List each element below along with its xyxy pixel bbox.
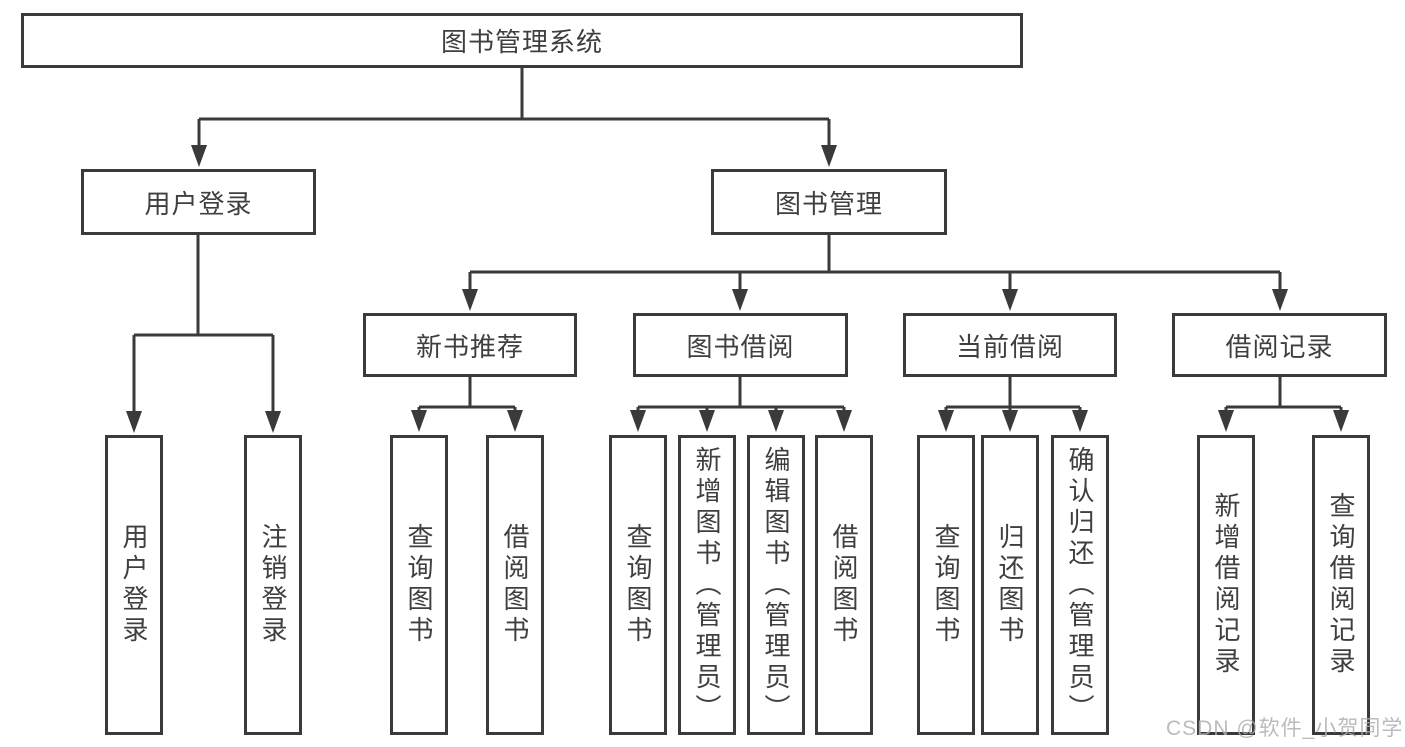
- leaf-query-borrow-record: 查询借阅记录: [1312, 435, 1370, 735]
- leaf-label: 用户登录: [119, 523, 149, 647]
- leaf-confirm-return-admin: 确认归还（管理员）: [1051, 435, 1109, 735]
- arrowheads: [126, 145, 1349, 433]
- leaf-edit-books-admin: 编辑图书（管理员）: [747, 435, 805, 735]
- node-new-book-recommend: 新书推荐: [363, 313, 577, 377]
- node-label: 图书借阅: [686, 331, 795, 362]
- leaf-label: 查询图书: [404, 523, 434, 647]
- node-label: 图书管理: [774, 188, 883, 219]
- leaf-query-books-current: 查询图书: [917, 435, 975, 735]
- node-user-login: 用户登录: [81, 169, 316, 235]
- leaf-label: 编辑图书（管理员）: [761, 445, 791, 725]
- node-label: 图书管理系统: [440, 27, 603, 57]
- node-book-borrow: 图书借阅: [633, 313, 848, 377]
- leaf-label: 借阅图书: [829, 523, 859, 647]
- leaf-label: 确认归还（管理员）: [1065, 445, 1095, 725]
- node-label: 新书推荐: [415, 331, 524, 362]
- node-library-system: 图书管理系统: [21, 13, 1023, 68]
- leaf-user-login: 用户登录: [105, 435, 163, 735]
- node-label: 当前借阅: [955, 331, 1064, 362]
- node-borrow-record: 借阅记录: [1172, 313, 1387, 377]
- leaf-label: 借阅图书: [500, 523, 530, 647]
- leaf-logout: 注销登录: [244, 435, 302, 735]
- leaf-label: 查询借阅记录: [1326, 492, 1356, 678]
- leaf-query-books-borrow: 查询图书: [609, 435, 667, 735]
- leaf-label: 新增图书（管理员）: [692, 445, 722, 725]
- leaf-query-books-newbook: 查询图书: [390, 435, 448, 735]
- csdn-watermark: CSDN @软件_小贺同学: [1166, 717, 1404, 740]
- leaf-return-books: 归还图书: [981, 435, 1039, 735]
- leaf-add-books-admin: 新增图书（管理员）: [678, 435, 736, 735]
- leaf-borrow-books: 借阅图书: [815, 435, 873, 735]
- leaf-label: 归还图书: [995, 523, 1025, 647]
- leaf-label: 查询图书: [931, 523, 961, 647]
- leaf-add-borrow-record: 新增借阅记录: [1197, 435, 1255, 735]
- node-current-borrow: 当前借阅: [903, 313, 1117, 377]
- leaf-label: 新增借阅记录: [1211, 492, 1241, 678]
- node-book-management: 图书管理: [711, 169, 947, 235]
- leaf-borrow-books-newbook: 借阅图书: [486, 435, 544, 735]
- node-label: 用户登录: [144, 188, 253, 219]
- leaf-label: 查询图书: [623, 523, 653, 647]
- leaf-label: 注销登录: [258, 523, 288, 647]
- node-label: 借阅记录: [1225, 331, 1334, 362]
